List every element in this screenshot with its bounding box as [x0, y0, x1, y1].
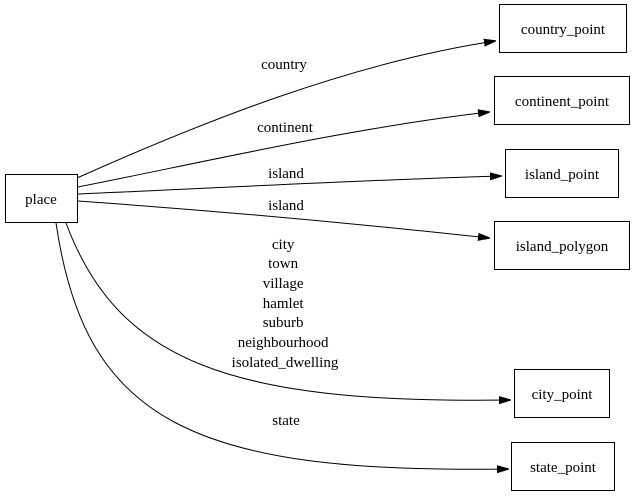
node-island-polygon-box [494, 221, 630, 270]
edge-label-isolated-dwelling: isolated_dwelling [232, 355, 339, 371]
edge-label-country: country [261, 57, 307, 73]
edge-label-city: city [272, 237, 295, 253]
node-continent-point-label: continent_point [515, 94, 610, 110]
node-island-point-box [505, 149, 619, 198]
node-island-polygon: island_polygon [494, 221, 630, 270]
edge-label-state: state [272, 413, 300, 429]
edge-place-to-city-point [65, 222, 510, 400]
node-continent-point: continent_point [494, 76, 630, 125]
edge-label-continent: continent [257, 120, 314, 136]
node-island-polygon-label: island_polygon [516, 239, 609, 255]
node-state-point-box [511, 442, 615, 491]
node-place: place [5, 174, 78, 223]
node-state-point-label: state_point [530, 460, 597, 476]
edge-place-to-continent-point [77, 112, 489, 188]
edge-place-to-island-polygon [77, 200, 489, 238]
edge-label-city-stack: city town village hamlet suburb neighbou… [232, 237, 339, 371]
edge-label-village: village [263, 276, 304, 292]
node-country-point-label: country_point [521, 22, 606, 38]
node-continent-point-box [494, 76, 630, 125]
node-country-point: country_point [499, 4, 627, 53]
node-city-point: city_point [514, 369, 610, 418]
edge-place-to-country-point [76, 41, 495, 179]
node-place-box [5, 174, 78, 223]
edge-label-island-2: island [268, 198, 304, 214]
node-city-point-box [514, 369, 610, 418]
edge-label-town: town [268, 256, 299, 272]
edge-label-suburb: suburb [263, 315, 304, 331]
node-city-point-label: city_point [532, 387, 594, 403]
edge-label-island-1: island [268, 166, 304, 182]
node-island-point: island_point [505, 149, 619, 198]
node-island-point-label: island_point [525, 167, 600, 183]
node-country-point-box [499, 4, 627, 53]
edge-label-neighbourhood: neighbourhood [238, 335, 329, 351]
node-place-label: place [25, 192, 57, 208]
edge-place-to-state-point [55, 222, 508, 469]
edge-label-hamlet: hamlet [263, 296, 305, 312]
edge-place-to-island-point [77, 176, 501, 195]
node-state-point: state_point [511, 442, 615, 491]
